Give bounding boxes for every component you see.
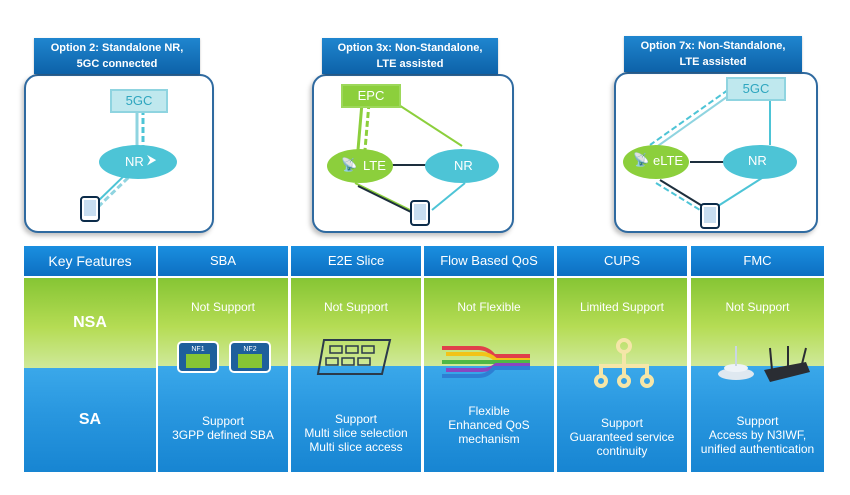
nf2-label: NF2 bbox=[243, 346, 256, 353]
cell-e2e-nsa: Not Support bbox=[291, 278, 421, 366]
nf1-label: NF1 bbox=[191, 346, 204, 353]
option-2-nr-label: NR bbox=[125, 154, 144, 169]
header-cups: CUPS bbox=[557, 246, 687, 276]
header-fmc: FMC bbox=[691, 246, 824, 276]
phone-icon bbox=[80, 196, 100, 222]
row-label-nsa: NSA bbox=[24, 278, 156, 368]
option-7x-elte-node bbox=[623, 145, 689, 179]
option-3x-lte-label: LTE bbox=[363, 158, 386, 173]
cell-qos-nsa: Not Flexible bbox=[424, 278, 554, 366]
cell-fmc-nsa: Not Support bbox=[691, 278, 824, 366]
option-2-nr-node bbox=[99, 145, 177, 179]
qos-flow-icon bbox=[442, 346, 530, 378]
antenna-icon: 📡 bbox=[341, 157, 358, 172]
option-3x-core-box: EPC bbox=[341, 84, 401, 108]
option-7x-nr-node bbox=[723, 145, 797, 179]
header-e2e-slice: E2E Slice bbox=[291, 246, 421, 276]
header-sba: SBA bbox=[158, 246, 288, 276]
option-3x-title: Option 3x: Non-Standalone, LTE assisted bbox=[322, 38, 498, 74]
option-3x-nr-node bbox=[425, 149, 499, 183]
option-3x-nr-label: NR bbox=[454, 158, 473, 173]
phone-icon bbox=[410, 200, 430, 226]
antenna-icon: 📡 bbox=[633, 152, 650, 167]
fmc-router-icon bbox=[718, 346, 810, 382]
wifi-icon: ⮞ bbox=[147, 152, 157, 167]
cell-sba-sa: Support 3GPP defined SBA bbox=[158, 366, 288, 472]
cell-e2e-sa: Support Multi slice selection Multi slic… bbox=[291, 366, 421, 472]
feature-table: Key Features SBA E2E Slice Flow Based Qo… bbox=[24, 246, 824, 480]
option-2-core-box: 5GC bbox=[110, 89, 168, 113]
slice-icon bbox=[316, 339, 392, 375]
cups-tree-icon bbox=[594, 338, 654, 388]
option-7x-core-box: 5GC bbox=[726, 77, 786, 101]
row-label-sa: SA bbox=[24, 368, 156, 472]
cell-qos-sa: Flexible Enhanced QoS mechanism bbox=[424, 366, 554, 472]
option-3x-lte-node bbox=[327, 149, 393, 183]
header-key-features: Key Features bbox=[24, 246, 156, 276]
option-7x-elte-label: eLTE bbox=[653, 153, 684, 168]
option-7x-title: Option 7x: Non-Standalone, LTE assisted bbox=[624, 36, 802, 72]
phone-icon bbox=[700, 203, 720, 229]
network-function-icon: NF1 NF2 bbox=[177, 341, 271, 373]
cell-fmc-sa: Support Access by N3IWF, unified authent… bbox=[691, 366, 824, 472]
cell-cups-sa: Support Guaranteed service continuity bbox=[557, 366, 687, 472]
option-2-title: Option 2: Standalone NR, 5GC connected bbox=[34, 38, 200, 74]
header-flow-qos: Flow Based QoS bbox=[424, 246, 554, 276]
option-7x-nr-label: NR bbox=[748, 153, 767, 168]
